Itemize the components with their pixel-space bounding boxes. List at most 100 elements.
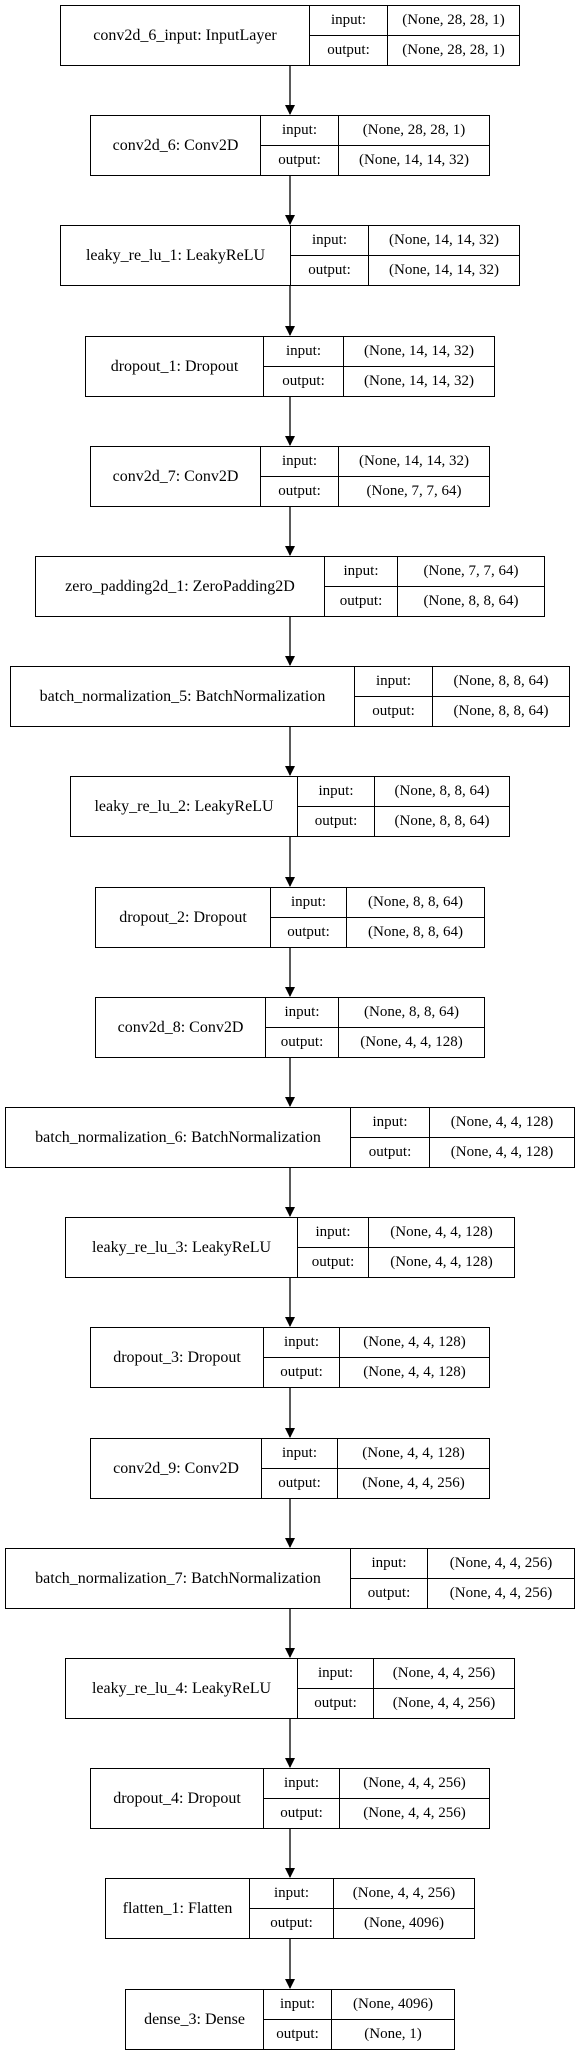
output-shape: (None, 4, 4, 256) <box>362 1475 465 1491</box>
shape-column: (None, 4, 4, 256)(None, 4, 4, 256) <box>340 1769 489 1828</box>
input-shape: (None, 28, 28, 1) <box>339 116 489 146</box>
input-label: input: <box>250 1879 333 1909</box>
output-label: output: <box>339 593 383 609</box>
shape-column: (None, 28, 28, 1) (None, 14, 14, 32) <box>339 116 489 175</box>
shape-column: (None, 14, 14, 32) (None, 7, 7, 64) <box>339 447 489 506</box>
output-label: output: <box>276 2026 319 2042</box>
input-label: input: <box>264 1990 331 2020</box>
output-label: output: <box>270 1915 313 1931</box>
io-label-column: input: output: <box>264 1990 332 2049</box>
input-label: input: <box>291 226 368 256</box>
layer-name: conv2d_9: Conv2D <box>91 1439 262 1498</box>
shape-column: (None, 4, 4, 128)(None, 4, 4, 128) <box>340 1328 489 1387</box>
layer-name: conv2d_6: Conv2D <box>91 116 261 175</box>
input-shape: (None, 14, 14, 32) <box>339 447 489 477</box>
output-shape: (None, 4, 4, 128) <box>450 1144 554 1160</box>
output-shape: (None, 8, 8, 64) <box>453 703 549 719</box>
output-label: output: <box>308 262 351 278</box>
io-label-column: input: output: <box>355 667 433 726</box>
input-label: input: <box>264 337 343 367</box>
input-label: input: <box>351 1549 427 1579</box>
input-shape: (None, 4, 4, 128) <box>369 1218 514 1248</box>
output-label: output: <box>282 373 325 389</box>
input-label: input: <box>298 1659 373 1689</box>
input-shape: (None, 4, 4, 128) <box>340 1328 489 1358</box>
layer-node: batch_normalization_7: BatchNormalizatio… <box>5 1548 575 1609</box>
output-label: output: <box>280 1805 323 1821</box>
shape-column: (None, 4, 4, 256) (None, 4096) <box>334 1879 474 1938</box>
io-label-column: input: output: <box>264 1328 340 1387</box>
shape-column: (None, 8, 8, 64) (None, 8, 8, 64) <box>347 888 484 947</box>
layer-name: conv2d_8: Conv2D <box>96 998 266 1057</box>
output-label: output: <box>314 813 358 829</box>
io-label-column: input: output: <box>351 1108 430 1167</box>
output-label: output: <box>280 1364 323 1380</box>
output-shape: (None, 14, 14, 32) <box>389 262 499 278</box>
layer-node: batch_normalization_5: BatchNormalizatio… <box>10 666 570 727</box>
input-shape: (None, 8, 8, 64) <box>347 888 484 918</box>
input-label: input: <box>310 6 387 36</box>
output-shape: (None, 4096) <box>364 1915 444 1931</box>
io-label-column: input: output: <box>298 1659 374 1718</box>
input-label: input: <box>266 998 338 1028</box>
input-shape: (None, 14, 14, 32) <box>344 337 494 367</box>
io-label-column: input:output: <box>325 557 398 616</box>
input-shape: (None, 8, 8, 64) <box>339 998 484 1028</box>
layer-name: dropout_1: Dropout <box>86 337 264 396</box>
output-shape: (None, 4, 4, 128) <box>360 1034 463 1050</box>
input-shape: (None, 4096) <box>332 1990 454 2020</box>
input-label: input: <box>355 667 432 697</box>
shape-column: (None, 14, 14, 32)(None, 14, 14, 32) <box>344 337 494 396</box>
io-label-column: input: output: <box>310 6 388 65</box>
output-label: output: <box>368 1144 412 1160</box>
input-shape: (None, 4, 4, 128) <box>430 1108 574 1138</box>
output-label: output: <box>311 1254 355 1270</box>
input-label: input: <box>262 1439 337 1469</box>
input-label: input: <box>351 1108 429 1138</box>
output-shape: (None, 8, 8, 64) <box>423 593 519 609</box>
output-label: output: <box>314 1695 357 1711</box>
io-label-column: input:output: <box>261 116 339 175</box>
input-label: input: <box>264 1328 339 1358</box>
layer-name: batch_normalization_6: BatchNormalizatio… <box>6 1108 351 1167</box>
output-shape: (None, 14, 14, 32) <box>359 152 469 168</box>
output-shape: (None, 4, 4, 256) <box>449 1585 553 1601</box>
input-shape: (None, 14, 14, 32) <box>369 226 519 256</box>
io-label-column: input: output: <box>298 777 375 836</box>
input-shape: (None, 4, 4, 256) <box>340 1769 489 1799</box>
output-label: output: <box>278 152 321 168</box>
layer-name: conv2d_6_input: InputLayer <box>61 6 310 65</box>
output-label: output: <box>278 1475 321 1491</box>
output-shape: (None, 7, 7, 64) <box>366 483 462 499</box>
layer-name: flatten_1: Flatten <box>106 1879 250 1938</box>
input-shape: (None, 4, 4, 256) <box>334 1879 474 1909</box>
shape-column: (None, 28, 28, 1) (None, 28, 28, 1) <box>388 6 519 65</box>
output-shape: (None, 28, 28, 1) <box>402 42 505 58</box>
shape-column: (None, 4, 4, 128) (None, 4, 4, 128) <box>430 1108 574 1167</box>
io-label-column: input: output: <box>291 226 369 285</box>
output-label: output: <box>372 703 415 719</box>
layer-node: batch_normalization_6: BatchNormalizatio… <box>5 1107 575 1168</box>
output-label: output: <box>327 42 370 58</box>
input-shape: (None, 8, 8, 64) <box>433 667 569 697</box>
input-shape: (None, 28, 28, 1) <box>388 6 519 36</box>
output-shape: (None, 8, 8, 64) <box>368 924 463 940</box>
io-label-column: input:output: <box>298 1218 369 1277</box>
input-shape: (None, 4, 4, 128) <box>338 1439 489 1469</box>
input-label: input: <box>298 777 374 807</box>
output-label: output: <box>367 1585 411 1601</box>
io-label-column: input: output: <box>250 1879 334 1938</box>
shape-column: (None, 4096) (None, 1) <box>332 1990 454 2049</box>
layer-name: dense_3: Dense <box>126 1990 264 2049</box>
output-shape: (None, 1) <box>364 2026 422 2042</box>
shape-column: (None, 7, 7, 64)(None, 8, 8, 64) <box>398 557 544 616</box>
shape-column: (None, 14, 14, 32) (None, 14, 14, 32) <box>369 226 519 285</box>
